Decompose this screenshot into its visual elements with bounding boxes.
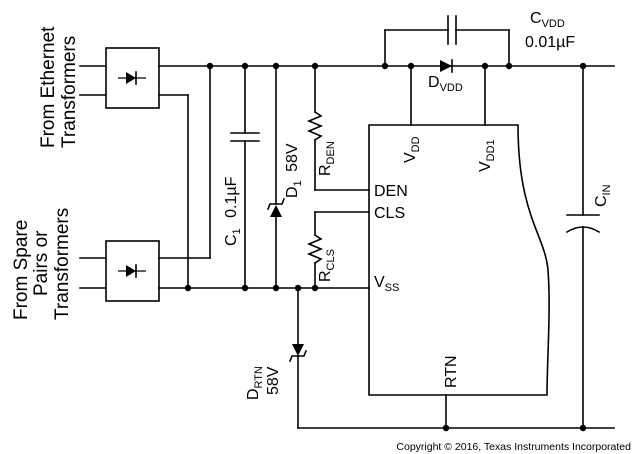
cvdd-label: CVDD — [530, 10, 565, 30]
spare-label-line2: Pairs or — [31, 230, 52, 296]
diode-dvdd: DVDD — [428, 59, 463, 94]
cin-label: CIN — [593, 184, 613, 207]
bridge-rectifier-ethernet — [79, 47, 211, 289]
ic-pin-vss: VSS — [374, 274, 399, 294]
spare-label-line3: Transformers — [52, 208, 73, 320]
ic-pin-vdd: VDD — [402, 136, 422, 163]
ic-pin-rtn: RTN — [443, 355, 460, 388]
ic-pin-vdd1: VDD1 — [477, 139, 497, 172]
tvs-diode-d1: D1 58V — [266, 65, 305, 289]
spare-pairs-source-label: From Spare Pairs or Transformers — [11, 208, 73, 320]
junction-dots — [184, 62, 587, 432]
resistor-rcls: RCLS — [306, 211, 370, 289]
capacitor-cin: CIN — [565, 65, 613, 429]
rden-label: RDEN — [317, 141, 337, 176]
drtn-label: DRTN — [245, 366, 265, 400]
bridge-rectifier-spare — [79, 65, 211, 302]
tvs-diode-drtn: DRTN 58V — [245, 287, 615, 429]
d1-label: D1 58V — [284, 143, 305, 198]
spare-label-line1: From Spare — [11, 220, 32, 320]
dvdd-label: DVDD — [428, 74, 463, 94]
ethernet-label-line2: Transformers — [59, 36, 80, 148]
copyright-notice: Copyright © 2016, Texas Instruments Inco… — [396, 441, 631, 453]
resistor-rden: RDEN — [306, 65, 370, 191]
cvdd-value: 0.01µF — [525, 34, 575, 51]
capacitor-cvdd: CVDD 0.01µF — [384, 10, 575, 67]
ic-pin-cls: CLS — [374, 205, 405, 222]
rcls-label: RCLS — [317, 249, 337, 282]
pd-controller-ic: VDD VDD1 DEN CLS VSS RTN — [368, 65, 550, 429]
ic-pin-den: DEN — [374, 183, 408, 200]
drtn-value: 58V — [265, 366, 282, 395]
c1-label: C1 0.1µF — [223, 176, 244, 246]
capacitor-c1: C1 0.1µF — [223, 65, 260, 289]
ethernet-label-line1: From Ethernet — [38, 26, 59, 148]
ethernet-source-label: From Ethernet Transformers — [38, 26, 80, 148]
